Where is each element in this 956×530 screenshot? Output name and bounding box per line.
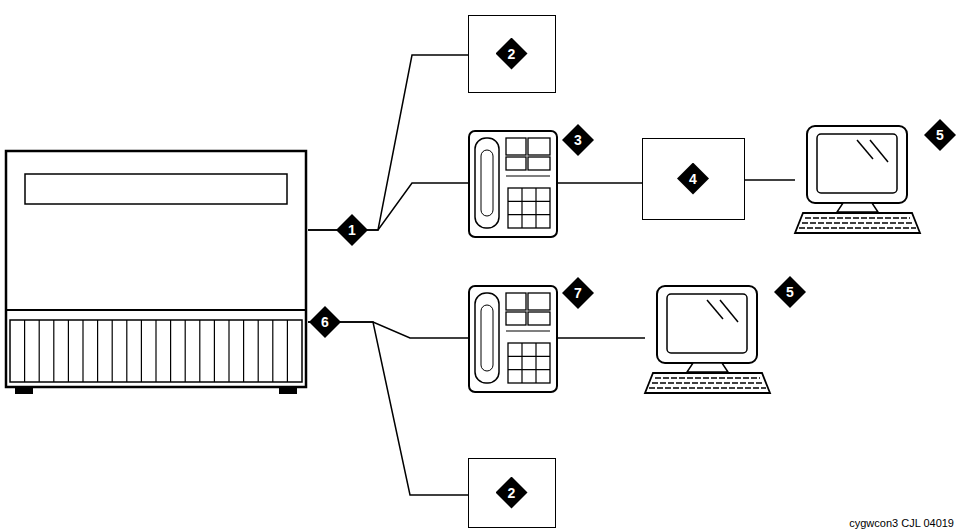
callout-number: 4	[677, 163, 709, 195]
telephone: 7	[468, 285, 558, 393]
phone-display	[528, 312, 550, 325]
monitor-screen	[817, 134, 897, 193]
cabinet-slot-line	[199, 320, 200, 382]
telephone: 3	[468, 130, 558, 238]
phone-body	[469, 286, 557, 392]
keypad-line	[521, 188, 522, 228]
callout-number: 5	[924, 119, 956, 151]
cabinet-slot-line	[272, 320, 273, 382]
phone-display	[528, 157, 550, 170]
phone-handset-grip	[481, 305, 493, 371]
callout-number: 1	[336, 214, 368, 246]
keyboard	[645, 373, 770, 393]
monitor-stand	[687, 363, 728, 372]
phone-handset-grip	[481, 150, 493, 216]
cabinet-slot-line	[155, 320, 156, 382]
connector-line	[745, 179, 795, 181]
cabinet-slot-line	[82, 320, 83, 382]
keyboard-keys	[652, 382, 763, 383]
callout-number: 7	[562, 277, 594, 309]
keypad-line	[521, 343, 522, 383]
monitor-frame	[807, 126, 907, 203]
cabinet-panel-line	[6, 309, 306, 311]
telephone-outline	[468, 285, 558, 393]
cabinet-slot-line	[126, 320, 127, 382]
keypad-line	[508, 214, 550, 215]
phone-body	[469, 131, 557, 237]
cabinet-foot	[279, 387, 297, 394]
cabinet-slot-line	[24, 320, 25, 382]
phone-keypad	[508, 188, 550, 228]
phone-handset	[475, 138, 499, 228]
cabinet-slot-grid	[10, 320, 302, 382]
cabinet-slot-line	[228, 320, 229, 382]
keyboard-keys	[805, 217, 910, 218]
connector-line	[308, 183, 468, 230]
connector-line	[558, 182, 642, 184]
cabinet-slot-line	[287, 320, 288, 382]
cabinet-slot-line	[243, 320, 244, 382]
callout-number: 6	[309, 306, 341, 338]
cabinet-slot-line	[258, 320, 259, 382]
screen-glare	[857, 140, 873, 159]
computer-terminal: 5	[795, 125, 920, 235]
callout-number: 2	[496, 38, 528, 70]
screen-glare	[707, 300, 723, 319]
cabinet-slot-line	[97, 320, 98, 382]
phone-display	[506, 157, 526, 170]
phone-divider	[506, 330, 550, 331]
phone-display	[506, 293, 526, 310]
connector-line	[558, 337, 645, 339]
cabinet-slot-line	[112, 320, 113, 382]
switch-cabinet: 16	[5, 150, 308, 395]
cabinet-slot-line	[214, 320, 215, 382]
computer-terminal: 5	[645, 285, 770, 395]
cabinet-slot-line	[39, 320, 40, 382]
connector-line	[308, 322, 468, 495]
keyboard-keys	[802, 222, 913, 223]
keypad-line	[535, 343, 536, 383]
callout-number: 5	[774, 276, 806, 308]
screen-glare	[720, 300, 738, 322]
phone-handset	[475, 293, 499, 383]
keypad-line	[508, 356, 550, 357]
keypad-line	[508, 369, 550, 370]
monitor-screen	[667, 294, 747, 353]
cabinet-slot-line	[141, 320, 142, 382]
device-box: 4	[642, 138, 745, 220]
phone-display	[506, 312, 526, 325]
cabinet-foot	[15, 387, 33, 394]
callout-number: 2	[496, 477, 528, 509]
connector-line	[308, 55, 468, 230]
keyboard	[795, 213, 920, 233]
phone-display	[528, 293, 550, 310]
keyboard-keys	[655, 377, 760, 378]
device-box: 2	[468, 15, 556, 93]
cabinet-slot-line	[68, 320, 69, 382]
cabinet-slot-line	[53, 320, 54, 382]
phone-display	[506, 138, 526, 155]
keyboard-keys	[649, 387, 766, 388]
phone-divider	[506, 175, 550, 176]
telephone-outline	[468, 130, 558, 238]
computer-terminal-outline	[795, 125, 920, 235]
cabinet-slot-line	[170, 320, 171, 382]
callout-number: 3	[562, 124, 594, 156]
monitor-stand	[837, 203, 878, 212]
keypad-line	[508, 201, 550, 202]
drawing-id: cygwcon3 CJL 04019	[849, 517, 954, 529]
keypad-line	[535, 188, 536, 228]
phone-keypad	[508, 343, 550, 383]
screen-glare	[870, 140, 888, 162]
computer-terminal-outline	[645, 285, 770, 395]
cabinet-frame	[6, 151, 306, 387]
monitor-frame	[657, 286, 757, 363]
keyboard-keys	[799, 227, 916, 228]
device-box: 2	[468, 458, 556, 528]
switch-cabinet-outline	[5, 150, 308, 395]
phone-display	[528, 138, 550, 155]
cabinet-display-bar	[25, 174, 287, 204]
cabinet-slot-line	[185, 320, 186, 382]
